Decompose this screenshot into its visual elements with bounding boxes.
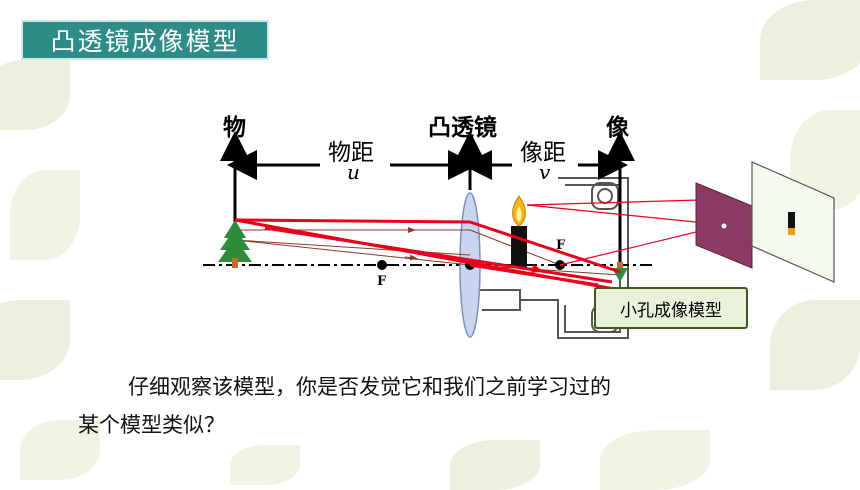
decor-leaf	[0, 60, 70, 130]
pinhole-model-badge: 小孔成像模型	[594, 287, 748, 329]
question-paragraph: 仔细观察该模型，你是否发觉它和我们之前学习过的 某个模型类似？	[78, 368, 798, 444]
image-label: 像	[606, 115, 629, 141]
paragraph-line-2: 某个模型类似？	[78, 413, 225, 437]
lens-label: 凸透镜	[428, 115, 497, 141]
object-distance-label: 物距	[326, 133, 376, 167]
image-distance-label: 像距	[518, 133, 568, 167]
object-label: 物	[223, 115, 246, 141]
decor-leaf	[20, 420, 100, 480]
paragraph-line-1: 仔细观察该模型，你是否发觉它和我们之前学习过的	[128, 375, 611, 399]
screen-image-icon	[788, 212, 795, 235]
object-distance-symbol: u	[347, 160, 360, 184]
pinhole-point	[721, 223, 727, 229]
image-distance-symbol: v	[539, 160, 551, 184]
slide-title: 凸透镜成像模型	[21, 20, 269, 60]
decor-leaf	[600, 430, 710, 490]
focus-left-label: F	[377, 274, 387, 289]
candle-icon	[511, 195, 527, 268]
decor-leaf	[10, 170, 80, 260]
tree-icon	[218, 220, 252, 268]
decor-leaf	[760, 0, 860, 80]
red-rays	[234, 218, 621, 292]
decor-leaf	[230, 445, 300, 485]
decor-leaf	[450, 440, 540, 490]
decor-leaf	[770, 300, 860, 390]
focus-point-left	[377, 260, 387, 270]
focus-right-label: F	[556, 238, 566, 253]
